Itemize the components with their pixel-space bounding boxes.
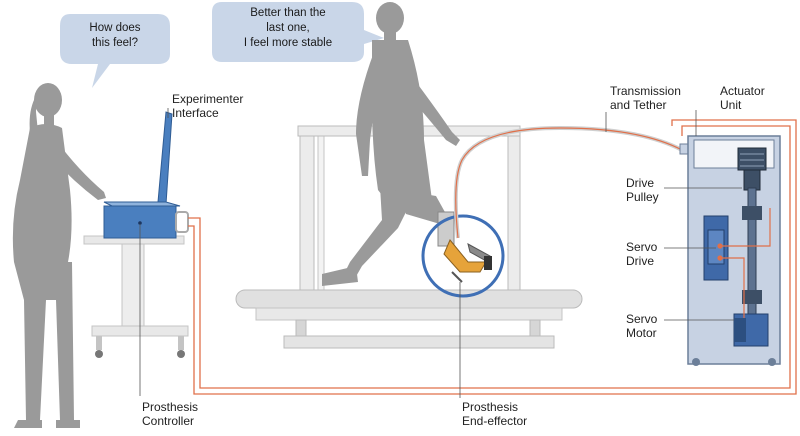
label-transmission-tether: Transmission and Tether [610,84,681,112]
label-experimenter-interface: Experimenter Interface [172,92,243,120]
label-servo-drive: Servo Drive [626,240,657,268]
servo-motor [733,313,769,347]
label-servo-motor: Servo Motor [626,312,657,340]
label-line: Actuator [720,84,765,98]
laptop [103,111,181,207]
label-line: Servo [626,240,658,254]
experimenter-speech-bubble [60,14,170,88]
speech-line: this feel? [91,37,139,49]
label-line: Pulley [626,190,659,204]
transmission-tether-core [455,127,683,239]
control-cables [188,119,797,395]
actuator-internal-wires [717,208,771,318]
speech-line: last one, [266,22,310,34]
label-actuator-unit: Actuator Unit [720,84,765,112]
prosthesis-controller-box [103,205,189,239]
controller-cart [83,235,189,358]
label-line: Prosthesis [462,400,519,414]
label-line: Unit [720,98,742,112]
label-line: Transmission [610,84,681,98]
drive-pulley [737,147,767,191]
experimenter-figure [12,83,106,428]
label-line: Interface [172,106,219,120]
label-line: End-effector [462,414,528,428]
label-line: Experimenter [172,92,244,106]
leader-lines [139,108,742,398]
label-line: Drive [626,254,655,268]
experimenter-speech-text: How does this feel? [74,21,156,51]
label-line: Controller [142,414,195,428]
label-line: and Tether [610,98,667,112]
speech-line: Better than the [250,7,326,19]
label-drive-pulley: Drive Pulley [626,176,659,204]
label-prosthesis-controller: Prosthesis Controller [142,400,198,428]
end-effector-highlight-circle [421,214,505,298]
speech-line: How does [89,22,141,34]
label-line: Servo [626,312,658,326]
subject-speech-text: Better than the last one, I feel more st… [218,6,358,51]
subject-speech-bubble [212,2,384,62]
label-prosthesis-end-effector: Prosthesis End-effector [462,400,527,428]
label-line: Drive [626,176,655,190]
subject-figure [322,2,460,286]
speech-line: I feel more stable [243,37,333,49]
label-line: Motor [626,326,657,340]
lead-screw-rail [742,187,762,317]
label-line: Prosthesis [142,400,199,414]
